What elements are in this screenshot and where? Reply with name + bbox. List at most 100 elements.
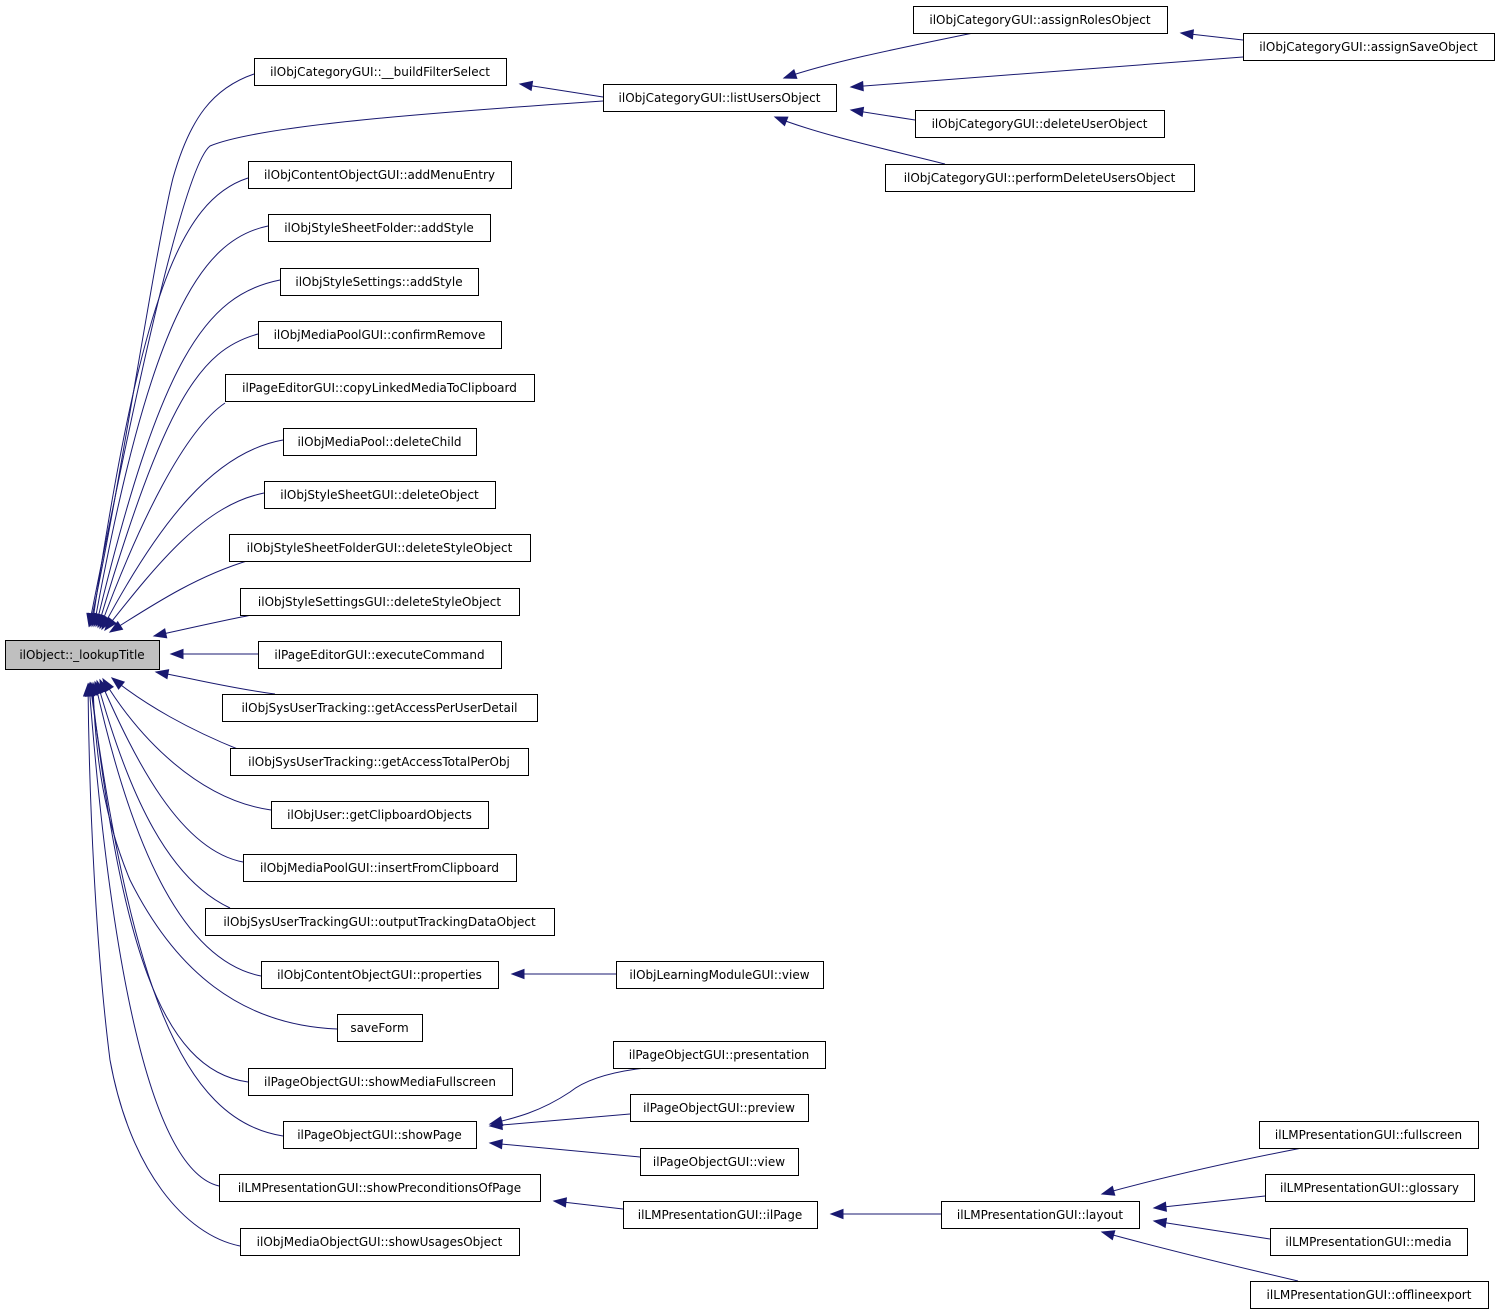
edge-line [519,83,604,98]
node-executeCommand[interactable]: ilPageEditorGUI::executeCommand [258,641,502,669]
node-saveForm[interactable]: saveForm [337,1014,423,1042]
edge-line [109,559,251,633]
edge-line [1101,1231,1299,1282]
node-box [219,1174,541,1202]
node-box [941,1201,1140,1229]
edge-lmView-to-properties [510,968,616,980]
edge-line [90,682,249,1083]
node-label: ilPageEditorGUI::executeCommand [274,648,484,662]
node-box [261,961,499,989]
node-label: ilLMPresentationGUI::ilPage [638,1208,803,1222]
node-box [271,801,489,829]
node-properties[interactable]: ilObjContentObjectGUI::properties [261,961,499,989]
node-box [205,908,555,936]
node-label: ilLMPresentationGUI::glossary [1280,1181,1459,1195]
node-label: ilObjStyleSheetFolderGUI::deleteStyleObj… [247,541,513,555]
node-box [248,1068,513,1096]
node-preview[interactable]: ilPageObjectGUI::preview [630,1094,809,1122]
node-assignSaveObject[interactable]: ilObjCategoryGUI::assignSaveObject [1243,33,1495,61]
node-pageView[interactable]: ilPageObjectGUI::view [640,1148,799,1176]
arrowhead-icon [1100,1230,1116,1241]
edge-sheetFolderAddStyle-to-root [91,225,269,628]
node-box [258,641,502,669]
edge-copyLinkedMedia-to-root [99,402,226,630]
edge-settingsDeleteStyleObject-to-root [152,614,253,639]
edge-pageView-to-showPage [488,1138,641,1158]
edge-line [850,56,1244,88]
node-buildFilterSelect[interactable]: ilObjCategoryGUI::__buildFilterSelect [254,58,507,86]
edge-performDeleteUsersObject-to-listUsersObject [773,116,946,165]
node-box [1270,1228,1468,1256]
arrowhead-icon [518,80,534,92]
node-box [254,58,507,86]
node-box [230,748,529,776]
node-media[interactable]: ilLMPresentationGUI::media [1270,1228,1468,1256]
node-label: ilObjMediaObjectGUI::showUsagesObject [257,1235,503,1249]
node-addMenuEntry[interactable]: ilObjContentObjectGUI::addMenuEntry [248,161,512,189]
node-label: ilObjMediaPool::deleteChild [297,435,461,449]
node-label: saveForm [350,1021,408,1035]
arrowhead-icon [1152,1217,1168,1229]
node-confirmRemove[interactable]: ilObjMediaPoolGUI::confirmRemove [258,321,502,349]
edge-ilPage-to-showPreconditions [552,1197,624,1210]
edge-deleteUserObject-to-listUsersObject [849,106,916,121]
edge-line [91,177,249,627]
edge-styleSettingsAddStyle-to-root [93,279,281,628]
edge-assignRolesObject-to-listUsersObject [782,32,974,79]
edge-media-to-layout [1152,1217,1271,1240]
node-clipboardObjects[interactable]: ilObjUser::getClipboardObjects [271,801,489,829]
arrowhead-icon [849,106,865,118]
edge-line [102,678,272,811]
node-folderDeleteStyleObject[interactable]: ilObjStyleSheetFolderGUI::deleteStyleObj… [229,534,531,562]
node-ilPage[interactable]: ilLMPresentationGUI::ilPage [623,1201,818,1229]
node-showPage[interactable]: ilPageObjectGUI::showPage [283,1121,477,1149]
node-sheetDeleteObject[interactable]: ilObjStyleSheetGUI::deleteObject [264,481,496,509]
node-glossary[interactable]: ilLMPresentationGUI::glossary [1265,1174,1475,1202]
node-accessTotalPerObj[interactable]: ilObjSysUserTracking::getAccessTotalPerO… [230,748,529,776]
edge-line [489,1067,646,1125]
node-box [1243,33,1495,61]
node-box [603,84,837,112]
node-copyLinkedMedia[interactable]: ilPageEditorGUI::copyLinkedMediaToClipbo… [225,374,535,402]
node-box [240,588,520,616]
edge-showUsagesObject-to-root [82,682,241,1247]
node-fullscreen[interactable]: ilLMPresentationGUI::fullscreen [1259,1121,1479,1149]
node-label: ilLMPresentationGUI::fullscreen [1275,1128,1462,1142]
node-showPreconditions[interactable]: ilLMPresentationGUI::showPreconditionsOf… [219,1174,541,1202]
node-deleteChild[interactable]: ilObjMediaPool::deleteChild [283,428,477,456]
node-listUsersObject[interactable]: ilObjCategoryGUI::listUsersObject [603,84,837,112]
edge-line [92,682,338,1030]
edge-line [153,614,253,637]
node-box [222,694,538,722]
node-deleteUserObject[interactable]: ilObjCategoryGUI::deleteUserObject [915,110,1165,138]
node-insertFromClipboard[interactable]: ilObjMediaPoolGUI::insertFromClipboard [243,854,517,882]
node-styleSettingsAddStyle[interactable]: ilObjStyleSettings::addStyle [280,268,479,296]
node-box [640,1148,799,1176]
node-sheetFolderAddStyle[interactable]: ilObjStyleSheetFolder::addStyle [268,214,491,242]
node-showUsagesObject[interactable]: ilObjMediaObjectGUI::showUsagesObject [240,1228,520,1256]
node-presentation[interactable]: ilPageObjectGUI::presentation [613,1041,826,1069]
node-offlineexport[interactable]: ilLMPresentationGUI::offlineexport [1250,1281,1489,1309]
arrowhead-icon [488,1138,503,1150]
arrowhead-icon [552,1197,568,1208]
node-performDeleteUsersObject[interactable]: ilObjCategoryGUI::performDeleteUsersObje… [885,164,1195,192]
node-root[interactable]: ilObject::_lookupTitle [5,640,160,670]
edge-line [93,225,269,627]
node-accessPerUserDetail[interactable]: ilObjSysUserTracking::getAccessPerUserDe… [222,694,538,722]
node-box [229,534,531,562]
node-showMediaFullscreen[interactable]: ilPageObjectGUI::showMediaFullscreen [248,1068,513,1096]
node-box [915,110,1165,138]
node-assignRolesObject[interactable]: ilObjCategoryGUI::assignRolesObject [913,6,1168,34]
edge-accessTotalPerObj-to-root [110,677,241,751]
node-lmView[interactable]: ilObjLearningModuleGUI::view [616,961,824,989]
node-layout[interactable]: ilLMPresentationGUI::layout [941,1201,1140,1229]
node-box [243,854,517,882]
node-label: ilObjSysUserTrackingGUI::outputTrackingD… [223,915,536,929]
node-settingsDeleteStyleObject[interactable]: ilObjStyleSettingsGUI::deleteStyleObject [240,588,520,616]
node-label: ilPageObjectGUI::showPage [297,1128,462,1142]
node-box [225,374,535,402]
node-outputTracking[interactable]: ilObjSysUserTrackingGUI::outputTrackingD… [205,908,555,936]
node-box [616,961,824,989]
node-label: ilObjMediaPoolGUI::insertFromClipboard [260,861,499,875]
